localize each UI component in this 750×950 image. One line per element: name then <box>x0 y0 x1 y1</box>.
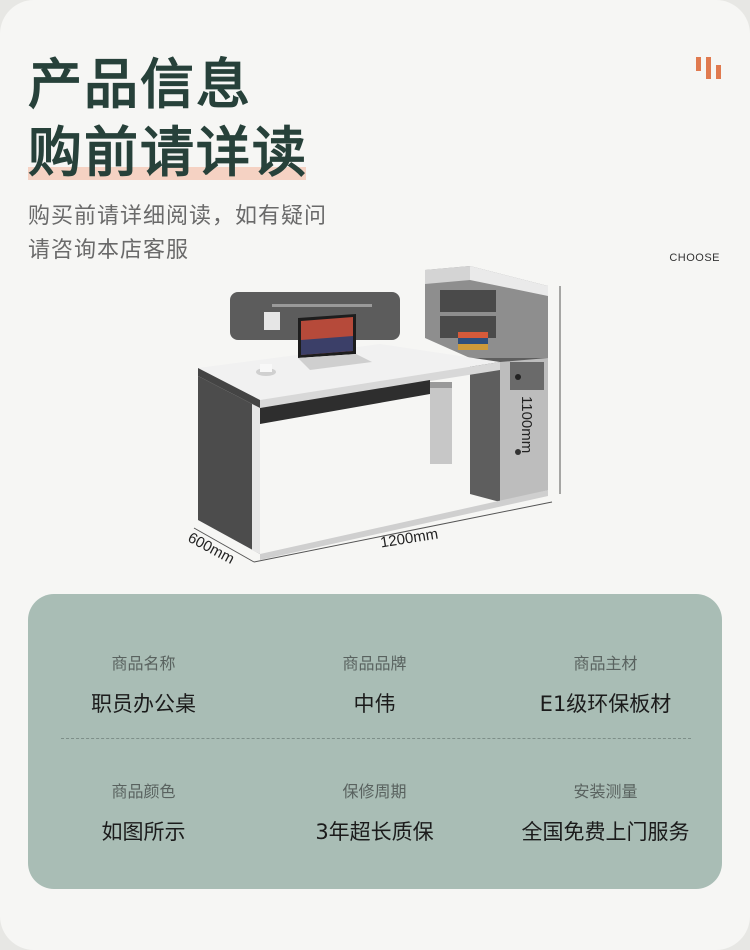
subtitle-line2: 请咨询本店客服 <box>28 238 190 263</box>
spec-label: 商品颜色 <box>111 782 176 801</box>
spec-label: 商品名称 <box>111 654 176 673</box>
spec-panel: 商品名称 职员办公桌 商品品牌 中伟 商品主材 E1级环保板材 商品颜色 如图所… <box>28 594 722 889</box>
spec-value: E1级环保板材 <box>539 692 672 716</box>
choose-label: CHOOSE <box>669 252 720 264</box>
spec-item-material: 商品主材 E1级环保板材 <box>490 650 721 718</box>
spec-item-warranty: 保修周期 3年超长质保 <box>259 778 490 846</box>
dashed-divider <box>61 738 691 739</box>
spec-label: 保修周期 <box>342 782 407 801</box>
spec-item-color: 商品颜色 如图所示 <box>28 778 259 846</box>
height-dimension-label: 1100mm <box>518 396 535 454</box>
spec-value: 如图所示 <box>101 820 186 844</box>
spec-item-brand: 商品品牌 中伟 <box>259 650 490 718</box>
desk-product-image <box>193 266 561 563</box>
spec-label: 安装测量 <box>573 782 638 801</box>
spec-item-installation: 安装测量 全国免费上门服务 <box>490 778 721 846</box>
spec-value: 全国免费上门服务 <box>521 820 690 844</box>
spec-value: 职员办公桌 <box>91 692 196 716</box>
spec-value: 3年超长质保 <box>315 820 434 844</box>
spec-item-name: 商品名称 职员办公桌 <box>28 650 259 718</box>
spec-label: 商品品牌 <box>342 654 407 673</box>
spec-value: 中伟 <box>353 692 396 716</box>
page-title-line2: 购前请详读 <box>28 121 308 184</box>
subtitle-line1: 购买前请详细阅读，如有疑问 <box>28 204 328 229</box>
title-highlight <box>28 167 306 180</box>
brand-mark-icon <box>696 57 722 79</box>
page-title-line1: 产品信息 <box>28 53 252 116</box>
spec-label: 商品主材 <box>573 654 638 673</box>
